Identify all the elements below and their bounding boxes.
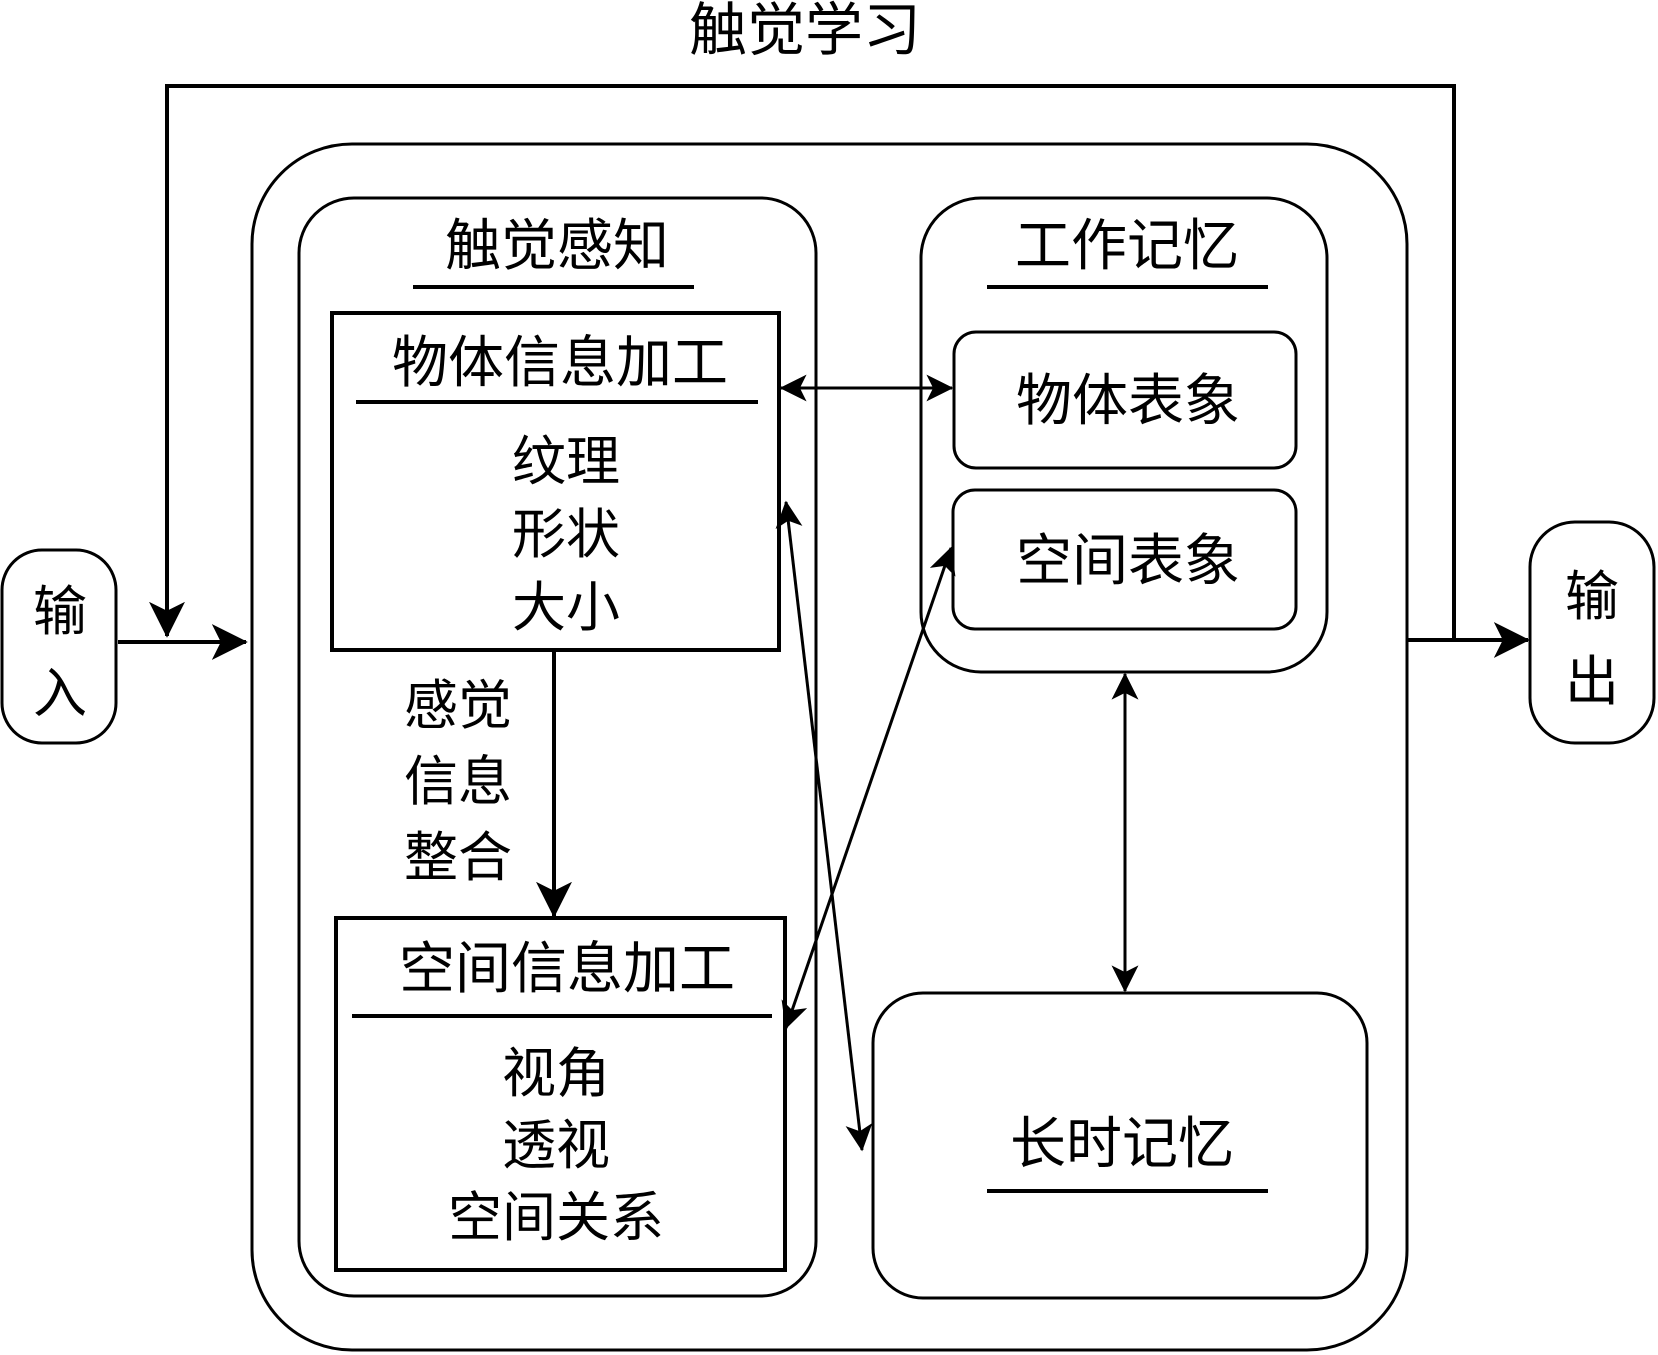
input-label-2: 入 (33, 662, 87, 725)
object-representation-box (952, 330, 1298, 470)
title-tactile-learning: 触觉学习 (689, 0, 921, 64)
spatial-item-relations: 空间关系 (448, 1186, 664, 1249)
object-item-shape: 形状 (512, 503, 620, 566)
spatial-item-perspective: 透视 (502, 1114, 610, 1177)
spatial-processing-title: 空间信息加工 (399, 937, 735, 1002)
long-term-memory-box (871, 991, 1369, 1300)
integration-label-3: 整合 (404, 826, 512, 889)
object-representation-label: 物体表象 (1016, 369, 1240, 434)
object-item-size: 大小 (512, 576, 620, 639)
output-box (1528, 520, 1656, 745)
spatial-item-viewpoint: 视角 (502, 1042, 610, 1105)
output-label-1: 输 (1565, 565, 1619, 628)
working-memory-group (919, 196, 1329, 674)
object-processing-to-long-term-memory-arrow (775, 500, 873, 1152)
input-label-1: 输 (33, 580, 87, 643)
working-memory-title: 工作记忆 (1015, 214, 1239, 279)
system-outer-box (250, 142, 1409, 1352)
output-label-2: 出 (1565, 650, 1619, 713)
spatial-representation-label: 空间表象 (1016, 529, 1240, 594)
object-item-texture: 纹理 (512, 430, 620, 493)
tactile-perception-title: 触觉感知 (445, 214, 669, 279)
spatial-processing-to-spatial-representation-arrow (781, 546, 956, 1030)
integration-label-1: 感觉 (404, 674, 512, 737)
feedback-loop-arrow (149, 84, 1456, 640)
integration-label-2: 信息 (404, 750, 512, 813)
input-box (0, 548, 118, 745)
long-term-memory-title: 长时记忆 (1010, 1112, 1234, 1177)
object-processing-title: 物体信息加工 (392, 331, 728, 396)
